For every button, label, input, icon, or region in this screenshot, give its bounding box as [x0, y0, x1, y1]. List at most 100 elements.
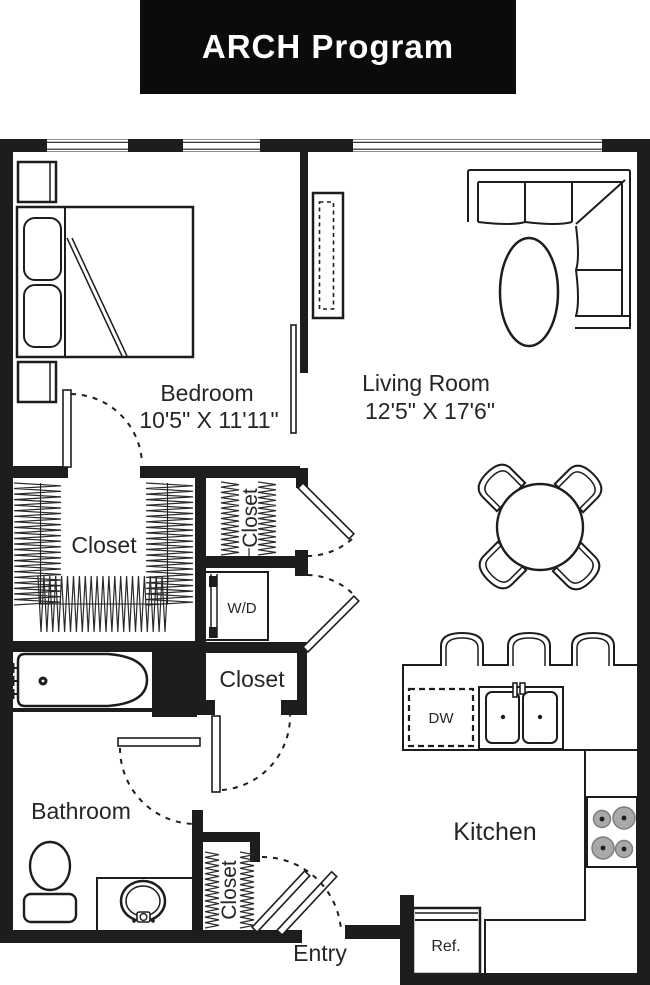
kitchen-fixtures [402, 631, 639, 976]
bathroom-door-leaf [117, 737, 201, 747]
wall-linen-wd-divider [195, 556, 300, 568]
dishwasher [407, 687, 475, 748]
wall-stub-hall-mid [295, 550, 308, 576]
refrigerator-label: Ref. [431, 938, 460, 955]
wall-stub-hall-top [296, 468, 308, 488]
wall-kitchen-left [400, 895, 414, 985]
wall-hallcloset-bottom-a [195, 700, 215, 715]
dining-chair-bottom-right [551, 541, 601, 591]
living-room-label: Living Room [362, 370, 490, 396]
sink-vanity [96, 877, 197, 930]
living-room-furniture [311, 169, 631, 348]
refrigerator [411, 906, 482, 976]
window-bedroom-2 [183, 139, 260, 152]
bar-stool-3 [571, 631, 615, 666]
kitchen-faucet [512, 682, 518, 698]
bathroom-fixtures [8, 652, 197, 930]
nightstand-top [16, 160, 58, 204]
clothes-rack-right [145, 482, 194, 606]
sink-faucet [136, 911, 151, 923]
bar-stool-2 [507, 631, 551, 666]
sectional-sofa [467, 169, 631, 329]
labels: Bedroom 10'5" X 11'11" Living Room 12'5"… [31, 370, 537, 966]
entry-door-leaf-1 [250, 869, 311, 934]
hall-closet-label: Closet [219, 666, 285, 692]
entry-door-leaf-2 [275, 870, 338, 937]
wall-left [0, 139, 13, 943]
dining-chair-top-left [477, 463, 527, 513]
dining-table [495, 482, 585, 572]
bar-stools [440, 631, 615, 666]
kitchen-peninsula-counter [402, 664, 639, 751]
wall-mid-vertical [195, 466, 206, 711]
pillow-1 [23, 217, 62, 281]
window-living [353, 139, 602, 152]
wall-right [637, 139, 650, 985]
bar-stool-1 [440, 631, 484, 666]
wall-tub-block [152, 645, 197, 717]
clothes-entry-right [239, 851, 255, 929]
bedroom-closet-door-arc [70, 393, 143, 465]
dining-set [477, 463, 603, 591]
wall-closet-top-a [0, 466, 68, 478]
clothes-rack-left [13, 482, 62, 606]
pillow-2 [23, 284, 62, 348]
wall-bottom-left [0, 930, 302, 943]
clothes-linen-right [257, 481, 277, 556]
tub-alcove-edge [7, 708, 153, 712]
living-room-dimensions: 12'5" X 17'6" [365, 398, 495, 424]
bed-fold-line [66, 237, 123, 357]
wall-bathroom-right [192, 810, 203, 943]
toilet [22, 840, 78, 924]
entry-label: Entry [293, 940, 347, 966]
stove [586, 796, 638, 868]
window-bedroom-1 [47, 139, 128, 152]
page-title: ARCH Program [201, 28, 455, 65]
wall-hallcloset-bottom-b [281, 700, 307, 715]
dishwasher-label: DW [429, 710, 455, 727]
bathroom-label: Bathroom [31, 798, 131, 824]
kitchen-counter-edge [484, 750, 586, 973]
wall-bedroom-living [300, 152, 308, 373]
washer-dryer-unit [202, 571, 269, 641]
kitchen-label: Kitchen [453, 818, 536, 846]
dining-chair-bottom-left [478, 540, 528, 590]
clothes-entry-left [204, 851, 220, 929]
closet-clothes [13, 481, 277, 929]
sink-basin-right [522, 691, 558, 744]
washer-dryer-label: W/D [227, 600, 256, 617]
bedroom-sliding-door [290, 324, 297, 434]
entry-closet-label: Closet [218, 860, 241, 920]
bedroom-furniture [15, 160, 195, 404]
bedroom-dimensions: 10'5" X 11'11" [139, 407, 278, 433]
wall-entrycloset-stub [250, 842, 260, 862]
wd-closet-door-arc [307, 574, 353, 594]
bathroom-door-arc [119, 747, 197, 825]
wall-entrycloset-top [197, 832, 260, 842]
nightstand-bottom [16, 360, 58, 404]
wall-closet-top-b [140, 466, 300, 478]
kitchen-sink [478, 682, 564, 750]
linen-closet-label: Closet [239, 488, 262, 548]
hall-closet-door-arc [221, 713, 292, 791]
linen-closet-door-arc [307, 538, 353, 557]
walk-in-closet-label: Closet [71, 532, 137, 558]
hall-closet-door-leaf [211, 715, 221, 793]
doors [62, 324, 360, 937]
bathtub [8, 652, 149, 708]
linen-closet-door-leaf [296, 481, 356, 540]
sofa-corner-diagonal [575, 179, 626, 225]
wall-entry-stub [345, 925, 405, 939]
wall-wd-bottom [195, 642, 307, 653]
bedroom-label: Bedroom [160, 380, 253, 406]
tub-faucet [8, 663, 19, 699]
entry-door-arc [261, 855, 342, 931]
bed [15, 205, 195, 359]
wall-kitchen-bottom [400, 973, 650, 985]
burners [591, 806, 636, 860]
clothes-linen-left [220, 481, 240, 556]
coffee-table [498, 236, 560, 348]
walls [0, 139, 650, 985]
